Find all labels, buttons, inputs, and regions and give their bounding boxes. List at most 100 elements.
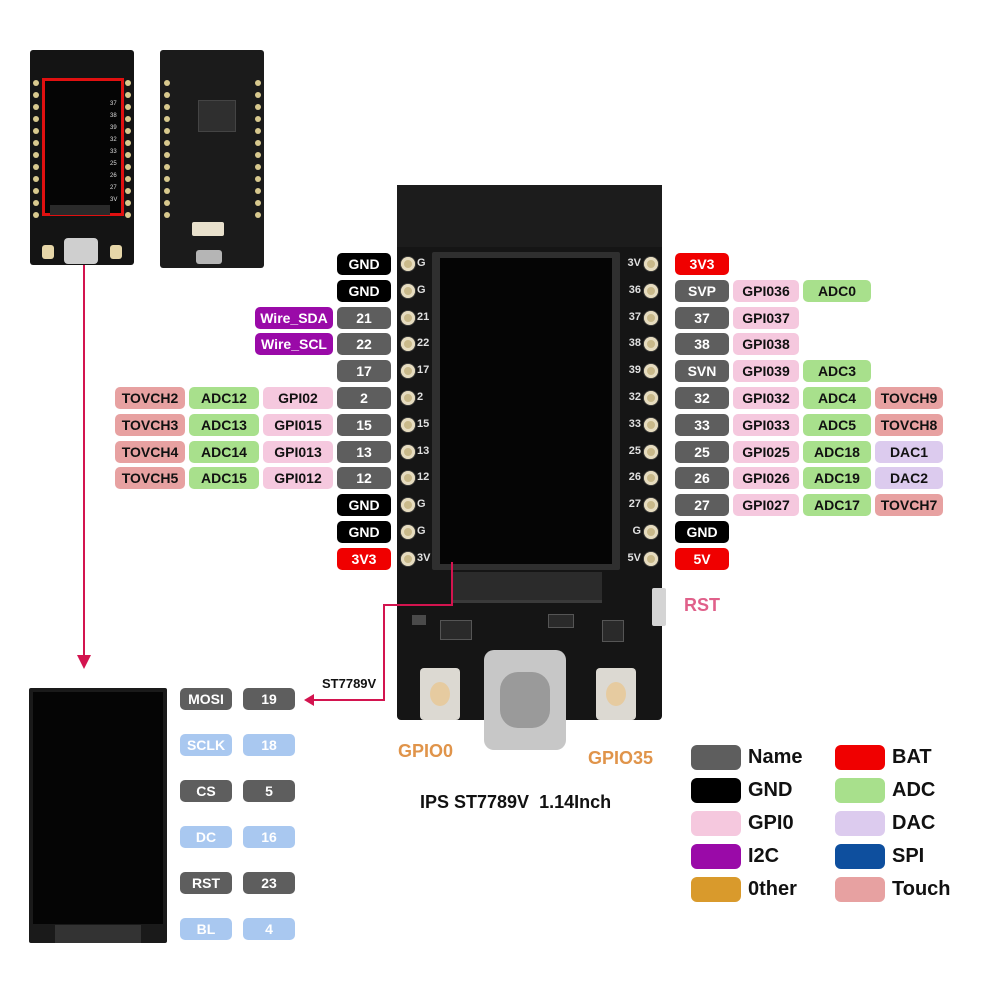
thumb-pin [255, 200, 261, 206]
header-pin [401, 525, 415, 539]
legend-swatch-dac [835, 811, 885, 836]
spi-pin-name: RST [180, 872, 232, 894]
right-pin-tag-adc: ADC4 [803, 387, 871, 409]
right-pin-tag-name: 37 [675, 306, 729, 329]
header-pin [401, 364, 415, 379]
thumb-pin [125, 140, 131, 146]
thumb-pin [33, 80, 39, 86]
right-pin-tag-gpio: GPI033 [733, 413, 799, 436]
silk-pin-label: G [417, 498, 426, 511]
silk-pin-label: 3V [627, 257, 641, 269]
left-pin-tag-adc: ADC14 [189, 440, 259, 463]
header-pin [644, 525, 658, 539]
right-pin-tag-gpio: GPI032 [733, 387, 799, 409]
left-pin-tag-gpio: GPI015 [263, 413, 333, 436]
thumb-pin [125, 116, 131, 122]
thumb-pin [33, 116, 39, 122]
thumb-pin [255, 152, 261, 158]
right-pin-tag-adc: ADC19 [803, 467, 871, 490]
thumb-pin [33, 164, 39, 170]
legend-swatch-gpio [691, 811, 741, 836]
left-pin-tag-name: 15 [337, 413, 391, 436]
thumb-pin [255, 104, 261, 110]
spi-pin-name: MOSI [180, 688, 232, 710]
silk-pin-label: 37 [628, 310, 641, 323]
right-pin-tag-name: 26 [675, 467, 729, 490]
spi-pin-number: 23 [243, 872, 295, 894]
legend-label: SPI [892, 845, 925, 867]
thumb-pin [255, 188, 261, 194]
thumb-pin [125, 188, 131, 194]
left-pin-tag-gnd: GND [337, 521, 391, 543]
right-pin-tag-dac: DAC2 [875, 467, 943, 490]
thumb-silk-label: 25 [110, 161, 117, 167]
left-pin-tag-name: 22 [337, 333, 391, 356]
right-pin-tag-gpio: GPI026 [733, 467, 799, 490]
thumb-back-chip [198, 100, 236, 132]
silk-pin-label: 5V [627, 551, 641, 564]
right-pin-tag-bat: 5V [675, 547, 729, 570]
left-pin-tag-gnd: GND [337, 494, 391, 517]
legend-swatch-adc [835, 778, 885, 803]
thumb-silk-label: 26 [110, 173, 117, 179]
thumb-pin [255, 212, 261, 218]
left-pin-tag-touch: TOVCH5 [115, 467, 185, 490]
rst-button[interactable] [652, 588, 666, 626]
header-pin [401, 444, 415, 459]
thumb-pin [33, 140, 39, 146]
thumb-pin [33, 104, 39, 110]
silk-pin-label: 12 [417, 471, 430, 484]
silk-pin-label: 2 [417, 391, 424, 403]
right-pin-tag-touch: TOVCH7 [875, 494, 943, 517]
thumb-pin [33, 176, 39, 182]
thumb-pin [33, 152, 39, 158]
gpio35-button-cap [606, 682, 626, 706]
silk-pin-label: 22 [417, 337, 430, 350]
thumb-pin [33, 128, 39, 134]
right-pin-tag-name: 25 [675, 440, 729, 463]
right-pin-tag-adc: ADC17 [803, 494, 871, 517]
header-pin [401, 283, 415, 298]
header-pin [644, 364, 658, 379]
smd-component [602, 620, 624, 642]
silk-pin-label: G [632, 525, 641, 537]
legend-swatch-gnd [691, 778, 741, 803]
display-flex-connector [452, 572, 602, 603]
right-pin-tag-gpio: GPI036 [733, 279, 799, 302]
thumb-pin [255, 116, 261, 122]
display-module-flex [55, 925, 141, 943]
thumb-pin [164, 164, 170, 170]
legend-swatch-bat [835, 745, 885, 770]
left-pin-tag-name: 2 [337, 387, 391, 409]
header-pin [401, 551, 415, 566]
thumb-pin [33, 92, 39, 98]
header-pin [401, 257, 415, 271]
silk-pin-label: 15 [417, 417, 430, 430]
silk-pin-label: 25 [628, 444, 641, 457]
legend-swatch-i2c [691, 844, 741, 869]
right-pin-tag-name: 38 [675, 333, 729, 356]
right-pin-tag-dac: DAC1 [875, 440, 943, 463]
right-pin-tag-name: SVN [675, 360, 729, 383]
legend-label: BAT [892, 746, 932, 768]
thumb-front-button-right [110, 245, 122, 259]
display-module-glass [33, 692, 163, 924]
usb-c-opening [500, 672, 550, 728]
thumb-pin [164, 116, 170, 122]
driver-label: ST7789V [322, 676, 377, 691]
left-pin-tag-gpio: GPI02 [263, 387, 333, 409]
thumb-pin [164, 152, 170, 158]
right-pin-tag-name: 33 [675, 413, 729, 436]
thumb-pin [33, 200, 39, 206]
silk-pin-label: 36 [628, 283, 641, 296]
left-pin-tag-name: 12 [337, 467, 391, 490]
right-pin-tag-adc: ADC3 [803, 360, 871, 383]
right-pin-tag-name: 27 [675, 494, 729, 517]
silk-pin-label: 39 [628, 364, 641, 377]
left-pin-tag-name: 17 [337, 360, 391, 383]
thumb-pin [164, 104, 170, 110]
right-pin-tag-touch: TOVCH9 [875, 387, 943, 409]
thumb-front-button-left [42, 245, 54, 259]
thumb-pin [164, 200, 170, 206]
thumb-pin [164, 140, 170, 146]
